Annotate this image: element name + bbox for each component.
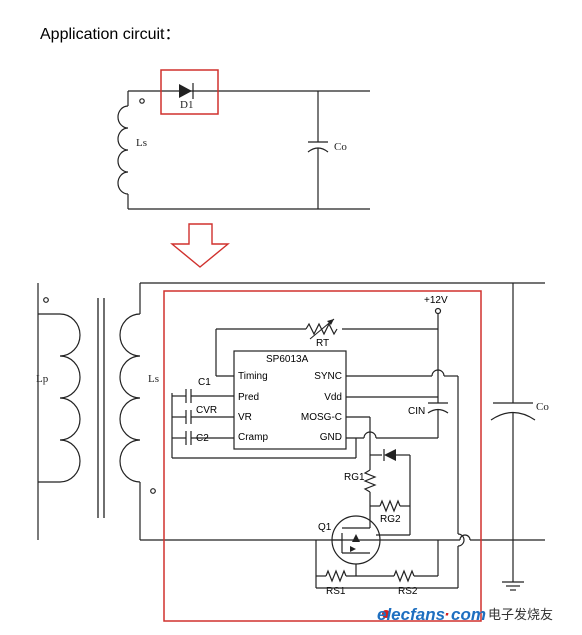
diode-highlight-box: [160, 69, 219, 115]
primary-inductor-lp: [59, 313, 81, 483]
rt-label: RT: [316, 338, 329, 349]
pin-pred: Pred: [238, 392, 259, 403]
diode-d1: [179, 84, 192, 98]
c2-label: C2: [196, 433, 209, 444]
ic-sp6013a: [233, 350, 347, 450]
pin-vdd: Vdd: [324, 392, 342, 403]
rs1-label: RS1: [326, 586, 346, 597]
bottom-circuit: Lp Ls Co SP6013A Timing Pred VR Cram: [36, 282, 549, 622]
pin-timing: Timing: [238, 371, 268, 382]
mosfet-body-diode-icon: [350, 546, 356, 552]
pin-mosg-c: MOSG-C: [301, 412, 342, 423]
dot-marker: [43, 297, 49, 303]
supply-label: +12V: [424, 295, 448, 306]
secondary-label: Ls: [148, 373, 159, 385]
pin-gnd: GND: [320, 432, 342, 443]
wire-crossover: [431, 369, 445, 377]
capacitor-label: Co: [334, 141, 347, 153]
cvr-label: CVR: [196, 405, 217, 416]
wire-crossover: [457, 533, 465, 547]
c1-label: C1: [198, 377, 211, 388]
rg1-label: RG1: [344, 472, 365, 483]
pin-cramp: Cramp: [238, 432, 268, 443]
gate-diode-icon: [384, 449, 396, 461]
inductor-ls: [117, 105, 129, 195]
controller-highlight-box: [163, 290, 482, 622]
inductor-label: Ls: [136, 137, 147, 149]
rg2-label: RG2: [380, 514, 401, 525]
watermark-separator: ·: [444, 605, 450, 624]
watermark-cn: 电子发烧友: [488, 607, 553, 623]
transform-arrow-icon: [170, 223, 230, 268]
resistor-rs2: [393, 569, 415, 583]
diode-label: D1: [180, 99, 193, 111]
resistor-rg2: [379, 499, 401, 513]
watermark-dot-icon: [382, 610, 390, 618]
wire-crossover: [459, 534, 471, 541]
watermark-tld: com: [451, 605, 486, 624]
ic-name: SP6013A: [266, 354, 309, 365]
mosfet-arrow-icon: [352, 534, 360, 542]
watermark-brand: elecfans: [377, 605, 445, 624]
output-cap-label: Co: [536, 401, 549, 413]
dot-marker: [139, 98, 145, 104]
rs2-label: RS2: [398, 586, 418, 597]
page-title: Application circuit：: [40, 26, 181, 43]
dot-marker: [150, 488, 156, 494]
pin-vr: VR: [238, 412, 252, 423]
rt-arrowhead: [327, 319, 334, 325]
resistor-rg1: [363, 469, 377, 493]
capacitor-cin-curved-plate: [427, 408, 449, 414]
watermark-logo: elecfans · com 电子发烧友: [377, 605, 553, 624]
q1-label: Q1: [318, 522, 332, 533]
supply-terminal: [434, 307, 442, 315]
top-circuit: Ls D1 Co: [117, 69, 370, 210]
resistor-rs1: [325, 569, 347, 583]
pin-sync: SYNC: [314, 371, 342, 382]
cin-label: CIN: [408, 406, 425, 417]
secondary-inductor-ls: [119, 313, 141, 483]
primary-label: Lp: [36, 373, 49, 385]
